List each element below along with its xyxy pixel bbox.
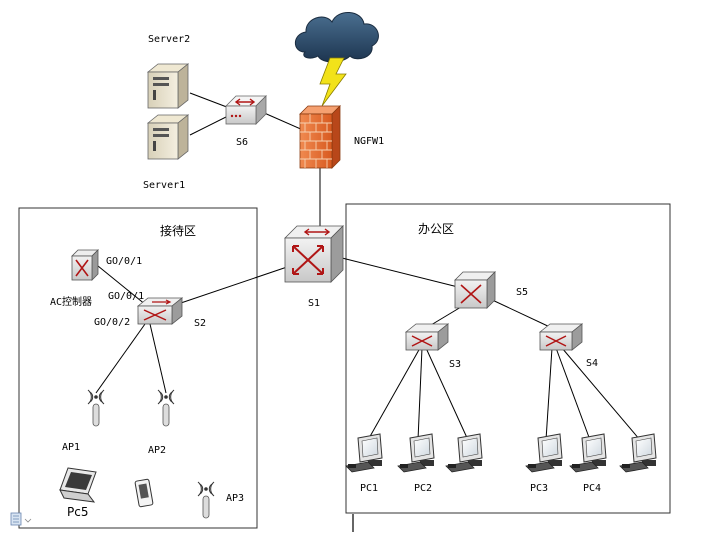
ac-controller-label: AC控制器 <box>50 295 92 308</box>
pc5-label: Pc5 <box>67 505 88 519</box>
switch-icon <box>404 323 450 351</box>
switch-icon <box>284 225 344 283</box>
lightning-icon <box>319 57 347 107</box>
ap2-label: AP2 <box>148 445 166 456</box>
office-zone-title: 办公区 <box>418 221 454 236</box>
desktop-pc-icon <box>619 433 657 473</box>
s4-label: S4 <box>586 358 598 369</box>
s1-label: S1 <box>308 298 320 309</box>
switch-icon <box>225 95 267 125</box>
document-icon <box>10 512 32 526</box>
switch-icon <box>71 249 99 281</box>
firewall-icon <box>299 105 341 169</box>
s3-label: S3 <box>449 359 461 370</box>
s6-label: S6 <box>236 137 248 148</box>
reception-zone-title: 接待区 <box>160 223 196 238</box>
ac-port-label: GO/0/1 <box>106 256 142 267</box>
phone-icon <box>134 478 154 508</box>
switch-icon <box>136 297 184 325</box>
access-point-icon <box>157 389 175 427</box>
ap3-label: AP3 <box>226 493 244 504</box>
reception-zone-box <box>18 207 258 529</box>
laptop-icon <box>59 467 97 503</box>
s2-label: S2 <box>194 318 206 329</box>
pc3-label: PC3 <box>530 483 548 494</box>
server-icon <box>146 114 190 160</box>
s5-label: S5 <box>516 287 528 298</box>
desktop-pc-icon <box>445 433 483 473</box>
server1-label: Server1 <box>143 180 185 191</box>
server-icon <box>146 63 190 109</box>
pc1-label: PC1 <box>360 483 378 494</box>
switch-icon <box>538 323 584 351</box>
desktop-pc-icon <box>525 433 563 473</box>
pc4-label: PC4 <box>583 483 601 494</box>
internet-cloud-icon <box>294 12 379 63</box>
office-zone-box <box>345 203 671 514</box>
switch-icon <box>454 271 496 309</box>
s2-port-ac-label: GO/0/1 <box>108 291 144 302</box>
access-point-icon <box>197 481 215 519</box>
desktop-pc-icon <box>569 433 607 473</box>
server2-label: Server2 <box>148 34 190 45</box>
desktop-pc-icon <box>397 433 435 473</box>
pc2-label: PC2 <box>414 483 432 494</box>
ap1-label: AP1 <box>62 442 80 453</box>
ngfw1-label: NGFW1 <box>354 136 384 147</box>
access-point-icon <box>87 389 105 427</box>
desktop-pc-icon <box>345 433 383 473</box>
s2-port-ap-label: GO/0/2 <box>94 317 130 328</box>
